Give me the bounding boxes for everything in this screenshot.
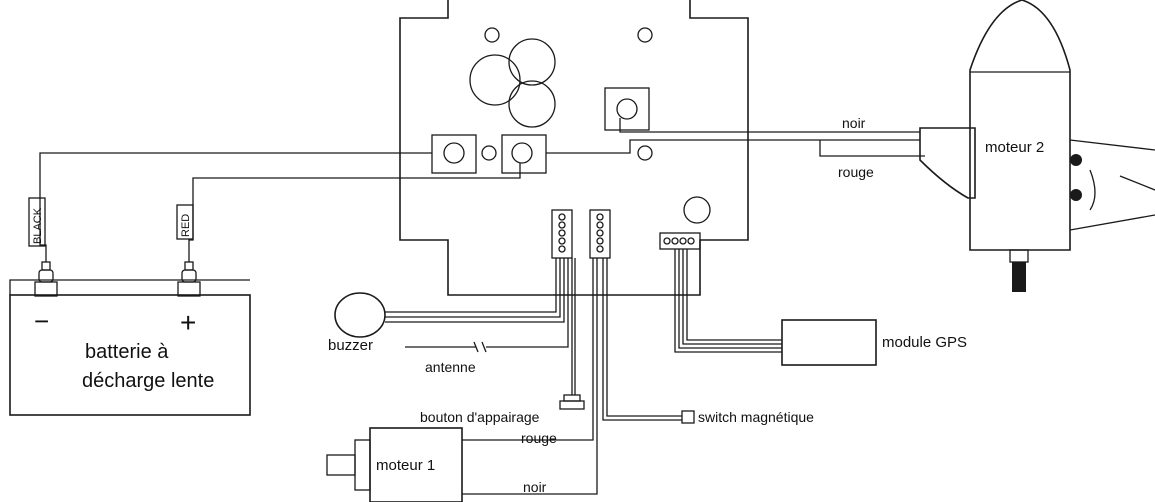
gps-cable xyxy=(674,249,782,353)
mounting-hole xyxy=(637,27,653,43)
antenna-label: antenne xyxy=(425,359,476,375)
black-cable-tag: BLACK xyxy=(28,197,46,247)
connector-left xyxy=(551,209,573,259)
rouge-bottom-label: rouge xyxy=(521,430,557,446)
noir-bottom-label: noir xyxy=(523,479,547,495)
motor2-bolt xyxy=(1070,189,1082,201)
motor2-terminal xyxy=(604,87,650,131)
buzzer-label: buzzer xyxy=(328,337,373,354)
battery-plus-symbol: + xyxy=(180,307,196,338)
battery-label-line2: décharge lente xyxy=(82,370,214,392)
battery-negative-post xyxy=(34,261,58,297)
red-cable-tag: RED xyxy=(176,204,194,240)
battery-minus-symbol: − xyxy=(34,306,49,336)
board-hole xyxy=(683,196,711,224)
control-board xyxy=(399,0,749,296)
battery-terminal-right xyxy=(501,134,547,174)
motor1: moteur 1 xyxy=(326,427,463,502)
battery: − + batterie à décharge lente xyxy=(9,261,251,416)
black-cable-label: BLACK xyxy=(32,207,44,244)
buzzer: buzzer xyxy=(328,292,386,354)
pairing-button: bouton d'appairage xyxy=(420,258,585,425)
battery-terminal-left xyxy=(431,134,477,174)
motor1-wires xyxy=(462,258,598,495)
gps-module: module GPS xyxy=(781,319,967,366)
red-cable-label: RED xyxy=(180,214,192,237)
mounting-hole xyxy=(481,145,497,161)
motor2-wires xyxy=(619,118,925,157)
motor1-label: moteur 1 xyxy=(376,457,435,474)
gps-connector xyxy=(659,232,701,250)
battery-cables xyxy=(39,139,920,262)
magnetic-switch: switch magnétique xyxy=(602,258,814,425)
mounting-hole xyxy=(484,27,500,43)
battery-positive-post xyxy=(177,261,201,297)
gps-module-label: module GPS xyxy=(882,334,967,351)
connector-right xyxy=(589,209,611,259)
motor2-bolt xyxy=(1070,154,1082,166)
battery-label-line1: batterie à xyxy=(85,341,169,363)
motor2: moteur 2 xyxy=(919,0,1155,292)
antenna: antenne xyxy=(405,258,569,375)
noir-top-label: noir xyxy=(842,115,866,131)
capacitor-group xyxy=(469,38,556,128)
mounting-hole xyxy=(637,145,653,161)
magnetic-switch-label: switch magnétique xyxy=(698,409,814,425)
motor2-label: moteur 2 xyxy=(985,139,1044,156)
pairing-button-label: bouton d'appairage xyxy=(420,409,540,425)
rouge-top-label: rouge xyxy=(838,164,874,180)
